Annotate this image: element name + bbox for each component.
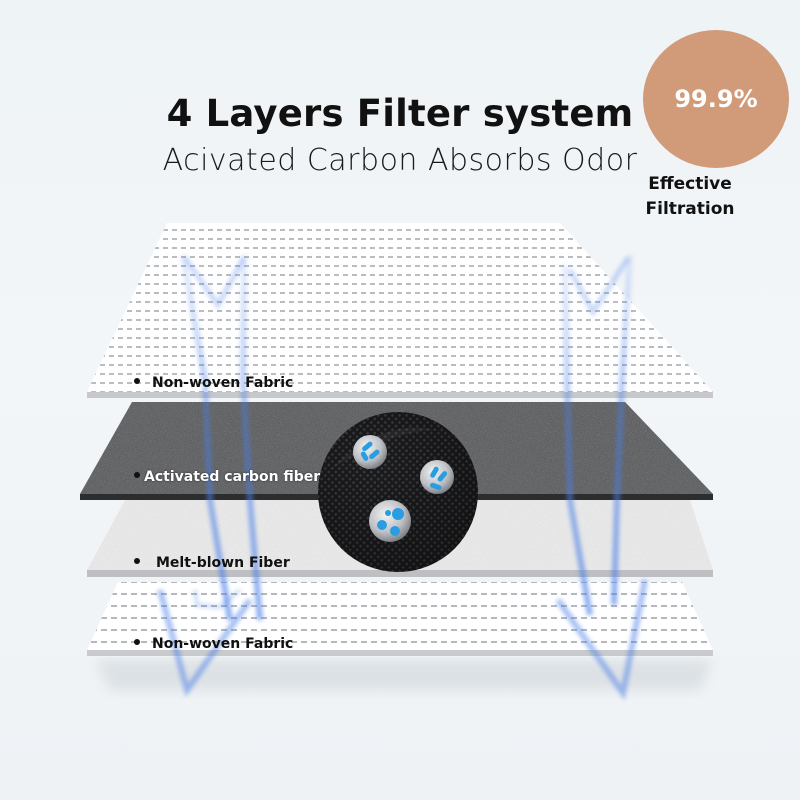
filtration-badge: 99.9%: [643, 30, 789, 168]
layer-label-melt-blown: Melt-blown Fiber: [134, 555, 290, 571]
bullet-icon: [134, 472, 140, 478]
badge-caption-line2: Filtration: [645, 199, 735, 219]
magnified-carbon-particles-icon: [318, 412, 478, 572]
layer-non-woven-bottom: [87, 582, 713, 656]
layer-label-non-woven-bottom: Non-woven Fabric: [134, 636, 293, 652]
filtration-percentage: 99.9%: [674, 85, 758, 113]
badge-caption: Effective Filtration: [620, 172, 760, 222]
airflow-arrows-right: [555, 254, 648, 701]
airflow-arrows-left: [157, 254, 263, 697]
page-subtitle: Acivated Carbon Absorbs Odor: [162, 143, 638, 178]
layer-label-carbon: Activated carbon fiber: [134, 469, 320, 485]
layer-label-non-woven-top: Non-woven Fabric: [134, 375, 293, 391]
bullet-icon: [134, 378, 140, 384]
page-title: 4 Layers Filter system: [166, 92, 634, 135]
badge-caption-line1: Effective: [648, 174, 732, 194]
layer-non-woven-top: [87, 223, 713, 398]
bullet-icon: [134, 639, 140, 645]
bullet-icon: [134, 558, 140, 564]
